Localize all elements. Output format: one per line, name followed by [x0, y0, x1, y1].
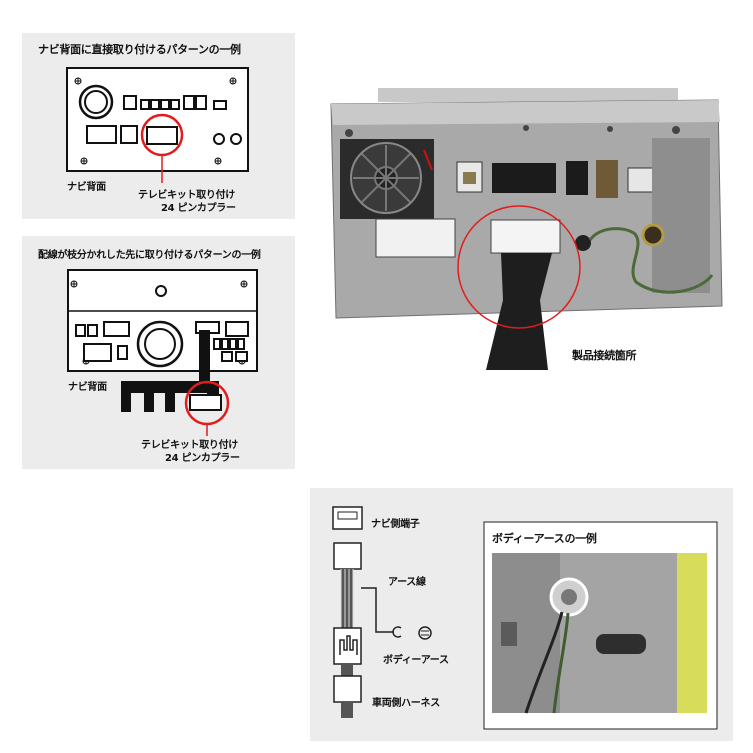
pattern-direct-title: ナビ背面に直接取り付けるパターンの一例 — [38, 43, 241, 56]
body-earth-example-title: ボディーアースの一例 — [492, 532, 597, 545]
coupler-label-line1-direct: テレビキット取り付け — [138, 190, 235, 201]
body-earth-label: ボディーアース — [383, 655, 449, 666]
navi-terminal-label: ナビ側端子 — [371, 519, 420, 530]
pattern-branch-title: 配線が枝分かれした先に取り付けるパターンの一例 — [38, 250, 261, 261]
navi-back-label-direct: ナビ背面 — [67, 182, 106, 193]
connection-point-caption: 製品接続箇所 — [572, 349, 637, 362]
navi-back-label-branch: ナビ背面 — [68, 382, 107, 393]
vehicle-harness-label: 車両側ハーネス — [372, 698, 440, 709]
coupler-label-line2-branch: 24 ピンカプラー — [165, 453, 240, 464]
coupler-label-line2-direct: 24 ピンカプラー — [161, 203, 236, 214]
coupler-label-line1-branch: テレビキット取り付け — [141, 440, 238, 451]
earth-wire-label: アース線 — [388, 577, 426, 588]
